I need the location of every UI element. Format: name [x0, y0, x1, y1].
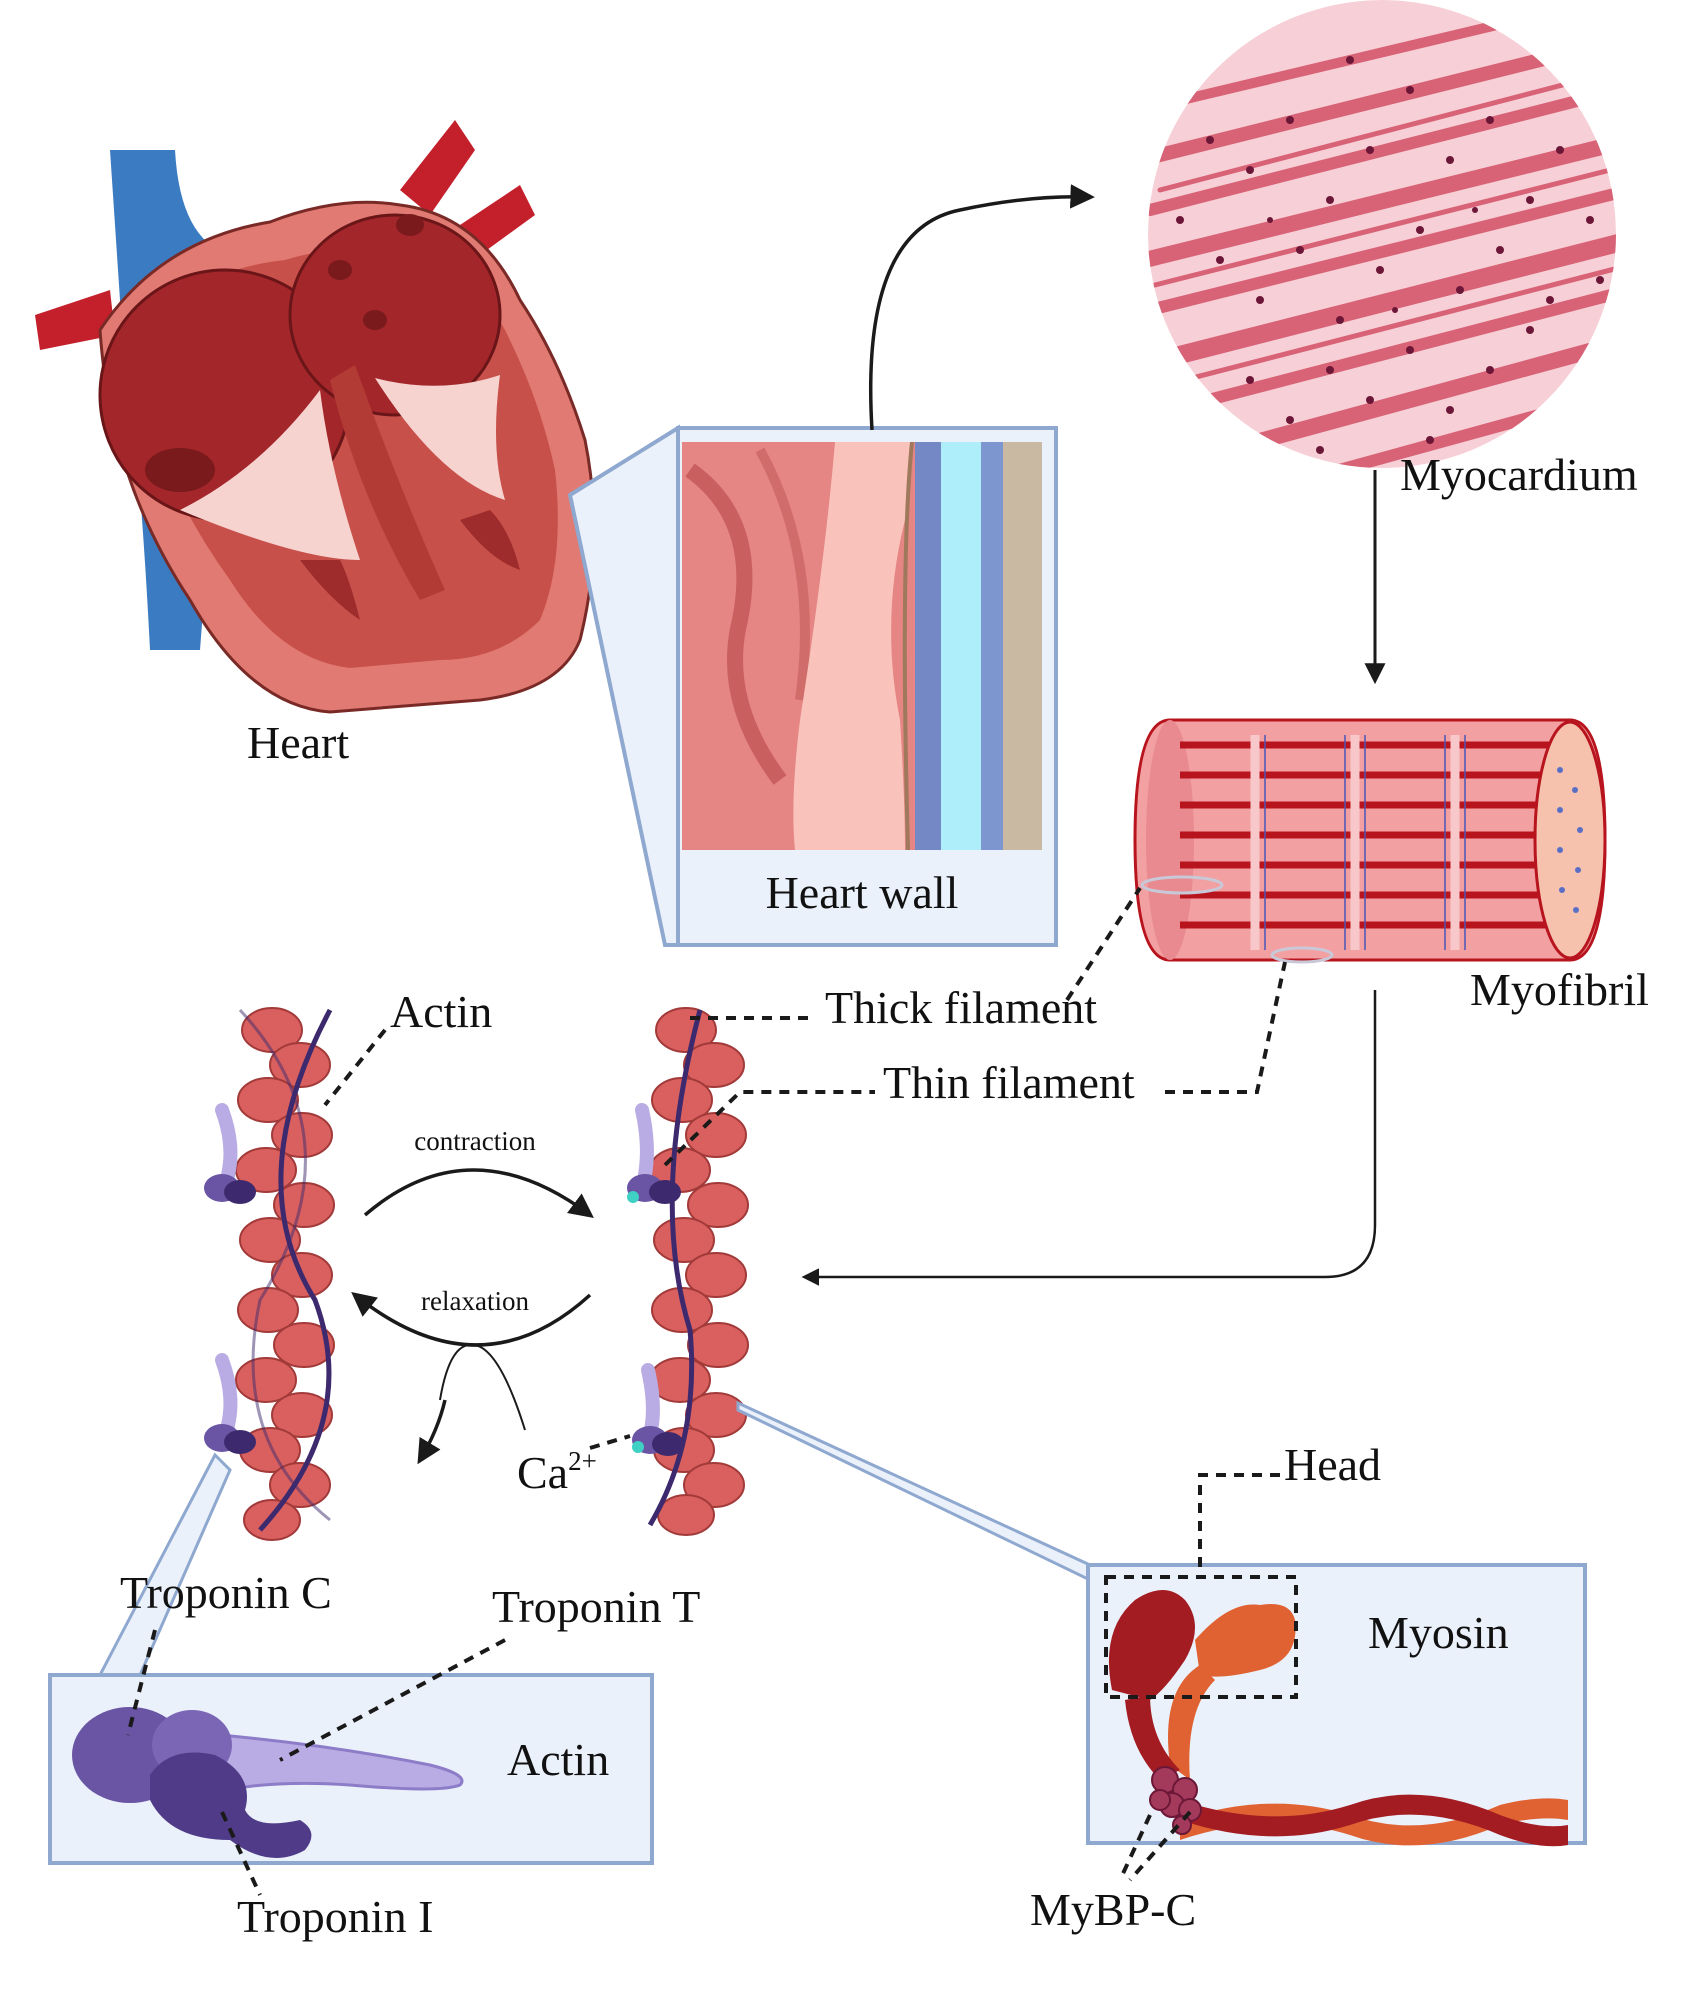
troponin-complex-top	[204, 1103, 256, 1204]
arrow-calcium-release-head	[417, 1399, 447, 1465]
myosin-neck-red	[1125, 1695, 1180, 1780]
myofibril-cylinder	[1133, 718, 1607, 964]
leader-thick-filament-myofibril	[1065, 886, 1142, 1002]
leader-calcium	[589, 1434, 631, 1450]
label-myosin: Myosin	[1368, 1607, 1509, 1658]
right-valve	[375, 375, 505, 500]
label-myocardium: Myocardium	[1400, 449, 1638, 500]
label-troponin-t: Troponin T	[492, 1581, 700, 1632]
thin-filament-relaxed	[204, 1007, 335, 1541]
troponin-complex-bottom-bound	[632, 1363, 684, 1456]
leader-head	[1198, 1473, 1280, 1577]
calcium-ion	[632, 1441, 644, 1453]
label-troponin-i: Troponin I	[237, 1891, 433, 1942]
septum	[330, 365, 445, 600]
arrow-wall-to-myocardium	[868, 184, 1095, 431]
label-contraction: contraction	[414, 1126, 536, 1156]
myosin-head-orange	[1195, 1604, 1296, 1677]
troponin-i-shape	[150, 1752, 312, 1858]
troponin-complex-bottom	[204, 1353, 256, 1454]
thin-filament-contracted	[627, 1007, 749, 1536]
myosin-tail-red	[1180, 1794, 1568, 1847]
label-heart-wall: Heart wall	[766, 867, 959, 918]
myosin-neck-orange	[1168, 1665, 1215, 1780]
arrow-calcium-release	[439, 1343, 526, 1431]
leader-thin-filament-myofibril	[1165, 961, 1287, 1094]
leader-troponin-c	[126, 1629, 157, 1736]
thick-filament-marker	[1140, 875, 1224, 895]
leader-troponin-i	[220, 1811, 262, 1896]
label-thick-filament: Thick filament	[825, 982, 1097, 1033]
troponin-t-shape	[218, 1733, 464, 1792]
troponin-inset	[48, 1452, 654, 1865]
thin-filament-marker	[1270, 946, 1334, 964]
label-heart: Heart	[247, 717, 349, 768]
tropomyosin-strand-shifted	[647, 1009, 703, 1527]
label-head: Head	[1284, 1439, 1381, 1490]
label-thin-filament: Thin filament	[883, 1057, 1135, 1108]
inset-projection	[567, 424, 680, 947]
mybpc-cluster	[1149, 1766, 1202, 1835]
myofibril-cross-section	[1533, 720, 1607, 960]
myosin-tail-orange	[1180, 1798, 1568, 1846]
myosin-inset	[1086, 1563, 1587, 1847]
label-mybpc: MyBP-C	[1030, 1884, 1196, 1935]
troponin-complex-top-bound	[627, 1103, 681, 1204]
pulmonary-vessel	[35, 290, 115, 350]
calcium-ion	[627, 1191, 639, 1203]
myocardium-circle	[1148, 0, 1616, 468]
arrow-contraction	[363, 1168, 594, 1218]
leader-actin-top	[323, 1028, 387, 1107]
leader-troponin-t	[279, 1638, 506, 1762]
label-troponin-c: Troponin C	[120, 1567, 332, 1618]
leader-mybpc-2	[1128, 1810, 1192, 1882]
tropomyosin-strand	[258, 1008, 333, 1532]
heart-wall-inset	[567, 424, 1058, 947]
aorta-branch-1	[400, 120, 475, 215]
leader-mybpc	[1118, 1814, 1152, 1881]
myosin-projection	[736, 1400, 1092, 1583]
label-calcium: Ca2+	[517, 1446, 597, 1498]
label-actin-inset: Actin	[507, 1734, 609, 1785]
arrow-myofibril-to-filament	[801, 990, 1377, 1286]
myosin-head-red	[1108, 1590, 1195, 1700]
aorta-branch-2	[460, 185, 535, 255]
label-myofibril: Myofibril	[1470, 964, 1649, 1015]
label-relaxation: relaxation	[421, 1286, 529, 1316]
label-actin-top: Actin	[390, 986, 492, 1037]
heart-illustration	[35, 120, 596, 714]
left-valve	[180, 390, 360, 560]
